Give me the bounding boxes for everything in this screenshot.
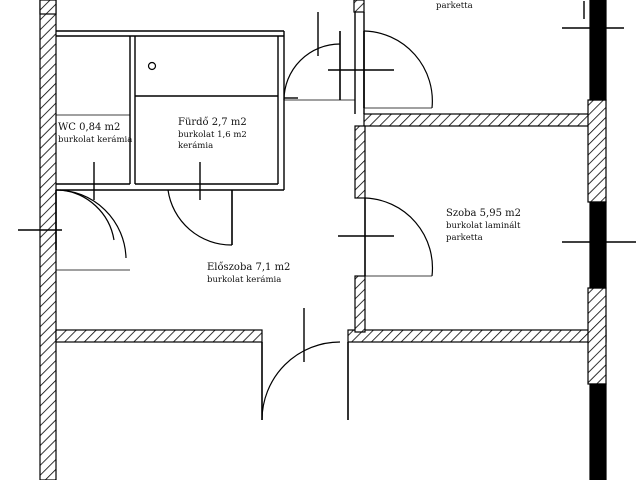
door-bedroom [364, 197, 434, 277]
walls [39, 0, 607, 480]
hall-finish: burkolat kerámia [207, 274, 281, 285]
wall-right-dark-low [589, 383, 607, 480]
door-bathroom [167, 189, 233, 246]
wall-right-low [587, 287, 607, 385]
wall-bedroom-left-lower [354, 275, 366, 333]
wc-finish: burkolat kerámia [58, 134, 132, 145]
wall-right-dark-mid [589, 201, 607, 289]
bedroom-finish-1: burkolat laminált [446, 220, 521, 231]
wall-top-stub-left [39, 0, 57, 15]
axis-markers [18, 1, 636, 362]
bathroom-finish-1: burkolat 1,6 m2 [178, 130, 247, 140]
bedroom-finish-2: parketta [446, 233, 483, 243]
door-top [283, 31, 355, 101]
door-wc [55, 189, 130, 271]
bedroom-name: Szoba 5,95 m2 [446, 208, 521, 219]
wall-left-outer [39, 0, 57, 480]
wall-bedroom-top [363, 113, 591, 127]
wall-right-mid [587, 99, 607, 203]
wall-bedroom-left [354, 125, 366, 199]
wall-hall-bottom-left [55, 329, 263, 343]
wall-right-dark-top [589, 0, 607, 101]
wall-top-stub-right [353, 0, 365, 13]
bathroom-finish-2: kerámia [178, 140, 213, 151]
hall-name: Előszoba 7,1 m2 [207, 262, 290, 273]
partitions [56, 12, 365, 191]
door-lower [261, 341, 349, 421]
wc-name: WC 0,84 m2 [58, 122, 120, 133]
doors [55, 30, 434, 421]
drain-icon [147, 61, 157, 71]
wall-hall-bottom-right [347, 329, 607, 343]
bathroom-name: Fürdő 2,7 m2 [178, 117, 247, 128]
top-room-finish: parketta [436, 1, 473, 11]
